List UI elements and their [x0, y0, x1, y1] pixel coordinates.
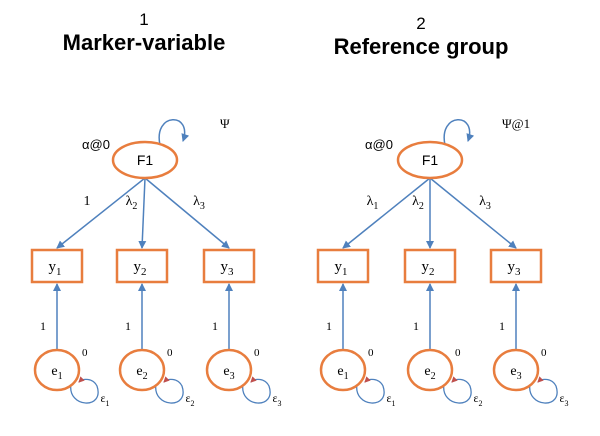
panel-1-error-variance-label-3: ε3 — [272, 391, 281, 408]
panel-1-item-box-3 — [202, 248, 256, 284]
panel-2-loading-label-2: λ2 — [412, 194, 424, 212]
panel-1-error-variance-loop-3 — [242, 376, 271, 404]
panel-2-item-box-3 — [489, 248, 543, 284]
panel-2-error-variance-loop-3 — [529, 376, 558, 404]
panel-2-error-mean-label-3: 0 — [541, 347, 547, 359]
panel-1-error-path-label-2: 1 — [125, 319, 131, 333]
panel-2-error-path-label-2: 1 — [413, 319, 419, 333]
panel-1-factor-variance-loop — [158, 119, 190, 146]
panel-2-error-mean-label-2: 0 — [455, 347, 461, 359]
panel-2-error-variance-label-3: ε3 — [559, 391, 568, 408]
panel-1-error-ellipse-3 — [205, 348, 253, 392]
panel-2-item-box-2 — [403, 248, 457, 284]
panel-2-error-label-3: e3 — [510, 364, 521, 382]
panel-1-error-label-3: e3 — [223, 364, 234, 382]
panel-2-item-label-2: y2 — [422, 259, 435, 278]
panel-2-error-mean-label-1: 0 — [368, 347, 374, 359]
panel-2-alpha-label: α@0 — [365, 137, 393, 152]
panel-1-loading-arrow-3 — [144, 177, 230, 249]
panel-2-error-ellipse-3 — [492, 348, 540, 392]
panel-1-psi-label: Ψ — [220, 116, 230, 131]
panel-1-factor-label: F1 — [137, 152, 154, 168]
panel-1-error-mean-label-3: 0 — [254, 347, 260, 359]
panel-2-error-variance-loop-2 — [443, 376, 472, 404]
panel-1-item-label-1: y1 — [49, 259, 62, 278]
panel-2-error-label-1: e1 — [337, 364, 348, 382]
panel-1-error-mean-label-2: 0 — [167, 347, 173, 359]
panel-1-title: Marker-variable — [62, 30, 226, 55]
panel-1-error-ellipse-1 — [33, 348, 81, 392]
panel-1-factor-ellipse — [111, 140, 179, 180]
panel-1-header: 1 Marker-variable — [19, 10, 269, 56]
panel-1-error-variance-label-2: ε2 — [185, 391, 194, 408]
panel-1-error-path-label-3: 1 — [212, 319, 218, 333]
panel-2-loading-label-1: λ1 — [367, 194, 379, 212]
panel-2-item-label-1: y1 — [335, 259, 348, 278]
panel-2-factor-label: F1 — [422, 152, 439, 168]
panel-1-error-variance-loop-2 — [155, 376, 184, 404]
panel-2-psi-label: Ψ@1 — [502, 116, 530, 131]
panel-2-loading-arrow-3 — [429, 177, 517, 249]
panel-2-error-label-2: e2 — [424, 364, 435, 382]
panel-2-header: 2 Reference group — [296, 14, 546, 60]
panel-2-error-variance-label-1: ε1 — [386, 391, 395, 408]
panel-1-item-box-1 — [30, 248, 84, 284]
panel-2-loading-arrow-1 — [342, 177, 431, 249]
panel-2-error-path-label-3: 1 — [499, 319, 505, 333]
panel-2-item-box-1 — [316, 248, 370, 284]
panel-2-loading-label-3: λ3 — [479, 194, 491, 212]
panel-1-loading-arrow-2 — [138, 177, 147, 249]
panel-1-error-path-label-1: 1 — [40, 319, 46, 333]
panel-2-error-variance-loop-1 — [356, 376, 385, 404]
panel-1-loading-label-3: λ3 — [193, 194, 205, 212]
panel-1-error-label-1: e1 — [51, 364, 62, 382]
panel-1-error-variance-loop-1 — [70, 376, 99, 404]
panel-2-factor-variance-loop — [443, 119, 475, 146]
panel-1-alpha-label: α@0 — [82, 137, 110, 152]
panel-1-loading-arrow-1 — [56, 177, 146, 249]
panel-1-error-variance-label-1: ε1 — [100, 391, 109, 408]
panel-2-error-path-label-1: 1 — [326, 319, 332, 333]
panel-2-factor-ellipse — [396, 140, 464, 180]
panel-1-error-label-2: e2 — [136, 364, 147, 382]
panel-2-title: Reference group — [333, 34, 509, 59]
panel-1-loading-label-1: 1 — [84, 194, 91, 209]
panel-2-error-variance-label-2: ε2 — [473, 391, 482, 408]
panel-2-number: 2 — [416, 14, 426, 33]
panel-2-error-ellipse-2 — [406, 348, 454, 392]
panel-1-loading-label-2: λ2 — [126, 194, 138, 212]
panel-1-item-box-2 — [115, 248, 169, 284]
panel-1-item-label-3: y3 — [221, 259, 235, 278]
panel-1-item-label-2: y2 — [134, 259, 147, 278]
panel-1-number: 1 — [139, 10, 149, 29]
panel-2-error-ellipse-1 — [319, 348, 367, 392]
panel-1-error-ellipse-2 — [118, 348, 166, 392]
panel-1-error-mean-label-1: 0 — [82, 347, 88, 359]
panel-2-item-label-3: y3 — [508, 259, 522, 278]
